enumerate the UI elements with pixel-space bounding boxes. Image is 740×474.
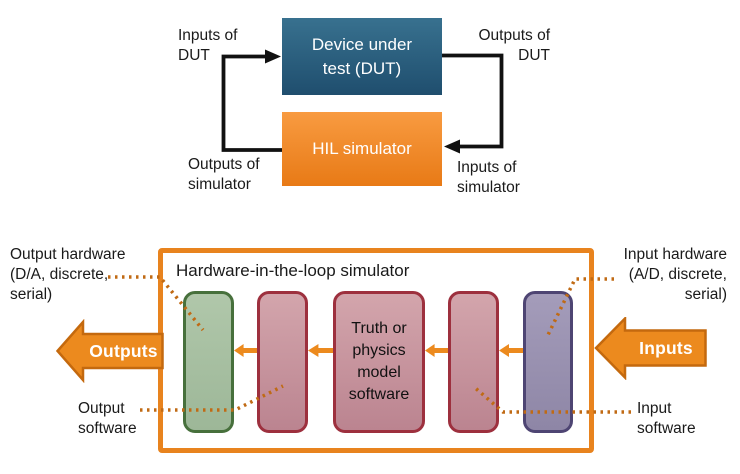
- simulator-input-arrowhead-icon: [444, 139, 460, 154]
- device-under-test-box: Device under test (DUT): [282, 18, 442, 95]
- simulator-output-to-dut-line: [221, 54, 282, 152]
- input-hardware-label: Input hardware (A/D, discrete, serial): [623, 246, 727, 303]
- outputs-arrow: Outputs: [55, 318, 164, 384]
- flow-arrow-icon: [499, 344, 523, 357]
- hil-simulator-label: HIL simulator: [312, 139, 412, 158]
- inputs-arrow: Inputs: [594, 315, 707, 381]
- dut-output-to-simulator-line: [442, 53, 504, 149]
- output-hardware-block: [183, 291, 234, 433]
- inputs-arrow-label: Inputs: [639, 338, 693, 358]
- outputs-of-simulator-label: Outputs of simulator: [188, 156, 260, 193]
- device-under-test-label: Device under test (DUT): [311, 34, 413, 78]
- flow-arrow-icon: [425, 344, 448, 357]
- truth-model-block: Truth or physics model software: [333, 291, 425, 433]
- dut-input-arrowhead-icon: [265, 49, 281, 64]
- flow-arrow-icon: [308, 344, 333, 357]
- outputs-arrow-label: Outputs: [89, 340, 158, 361]
- outputs-of-dut-label: Outputs of DUT: [478, 27, 550, 64]
- inputs-of-dut-label: Inputs of DUT: [178, 27, 238, 64]
- hil-simulator-title: Hardware-in-the-loop simulator: [176, 261, 410, 280]
- input-hardware-block: [523, 291, 573, 433]
- inputs-of-simulator-label: Inputs of simulator: [457, 159, 520, 196]
- flow-arrow-icon: [234, 344, 257, 357]
- hil-simulator-box: HIL simulator: [282, 112, 442, 186]
- output-hardware-label: Output hardware (D/A, discrete, serial): [10, 246, 126, 303]
- output-software-label: Output software: [78, 400, 137, 437]
- big-left-arrow-icon: [594, 315, 707, 381]
- big-left-arrow-icon: [55, 318, 164, 384]
- output-software-block: [257, 291, 308, 433]
- input-software-block: [448, 291, 499, 433]
- input-software-label: Input software: [637, 400, 696, 437]
